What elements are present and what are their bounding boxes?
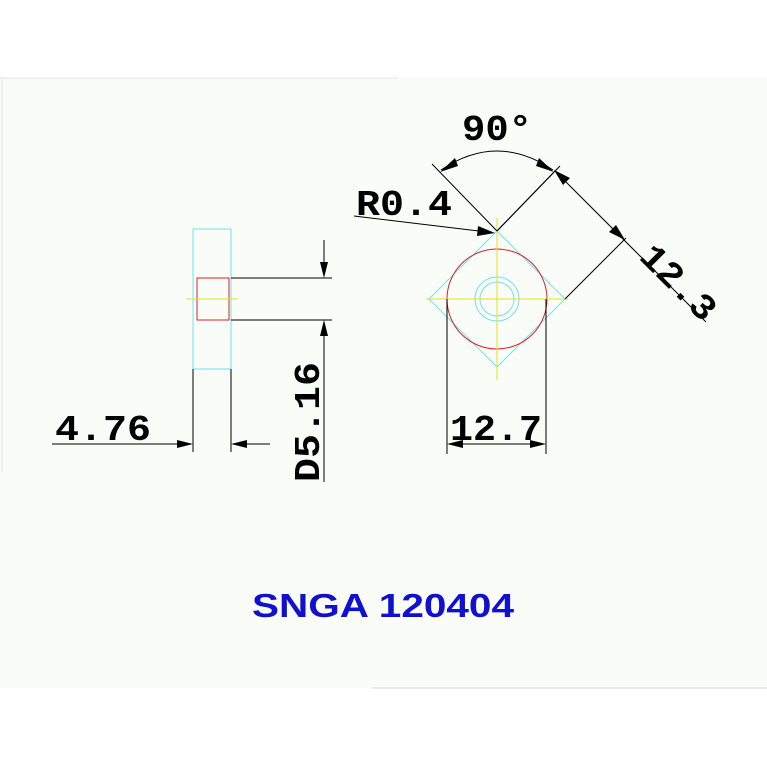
- thickness-dim-arrow-right: [231, 440, 247, 448]
- edge-extension-top: [496, 169, 557, 232]
- radius-leader: [353, 215, 488, 233]
- edge-dim-line: [555, 171, 707, 323]
- radius-label: R0.4: [356, 185, 452, 226]
- hole-dim-arrow-bottom: [320, 320, 328, 336]
- radius-arrow: [477, 226, 495, 236]
- angle-arrow-left: [440, 158, 458, 172]
- angle-label: 90°: [462, 110, 532, 151]
- thickness-label: 4.76: [55, 410, 151, 451]
- angle-extension-left: [431, 163, 498, 232]
- angle-arrow-right: [536, 158, 554, 172]
- insert-designation: SNGA 120404: [252, 587, 515, 624]
- thickness-dim-arrow-left: [177, 440, 193, 448]
- side-view: D5.16 4.76: [52, 228, 332, 482]
- width-dim-arrow-left: [447, 440, 463, 448]
- edge-dim-arrow-top: [554, 170, 570, 185]
- sheet-background: [0, 78, 767, 688]
- hole-dim-arrow-top: [320, 262, 328, 278]
- edge-dim-arrow-bottom: [609, 225, 625, 240]
- edge-extension-bottom: [564, 237, 627, 300]
- width-label: 12.7: [450, 410, 542, 451]
- width-dim-arrow-right: [530, 440, 546, 448]
- hole-diameter-label: D5.16: [289, 362, 330, 482]
